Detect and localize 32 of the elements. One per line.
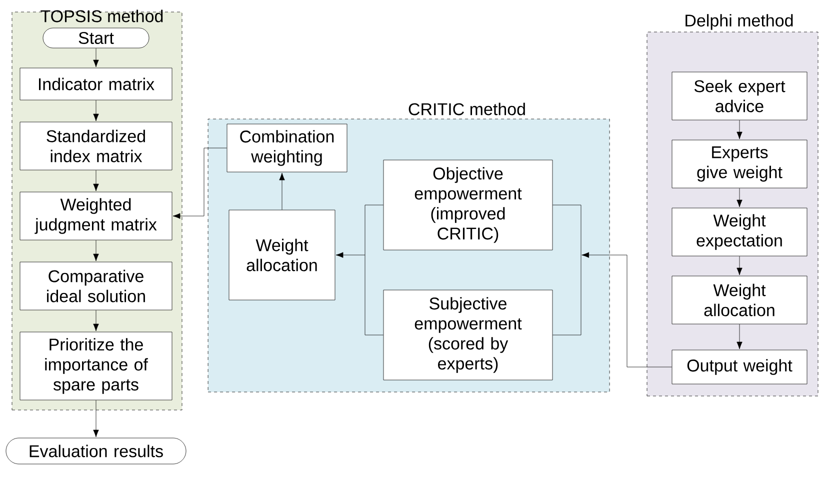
- process-box: Indicator matrix: [20, 68, 172, 100]
- process-box: Objective empowerment (improved CRITIC): [383, 160, 553, 250]
- arrow: [93, 170, 99, 192]
- arrow: [736, 188, 742, 208]
- process-box: Weight expectation: [672, 208, 808, 256]
- process-box: Output weight: [672, 350, 808, 384]
- process-box: Experts give weight: [672, 140, 808, 188]
- arrow: [582, 252, 672, 368]
- arrow: [93, 100, 99, 122]
- arrow: [336, 204, 384, 336]
- process-box: Prioritize the importance of spare parts: [20, 332, 172, 400]
- process-box: Combination weighting: [226, 124, 348, 172]
- process-box: Weight allocation: [228, 210, 336, 300]
- node-label: CRITIC method: [408, 102, 525, 116]
- terminal-box: Evaluation results: [6, 438, 186, 464]
- arrow: [93, 310, 99, 332]
- node-label: Delphi method: [686, 14, 793, 30]
- process-box: Weight allocation: [672, 276, 808, 324]
- process-box: Subjective empowerment (scored by experts): [383, 290, 553, 380]
- arrow: [93, 48, 99, 68]
- process-box: Comparative ideal solution: [20, 262, 172, 310]
- arrow: [279, 172, 285, 210]
- arrow: [93, 400, 99, 438]
- arrow: [736, 324, 742, 350]
- arrow: [736, 256, 742, 276]
- arrow: [736, 120, 742, 140]
- process-box: Standardized index matrix: [20, 122, 172, 170]
- terminal-box: Start: [42, 28, 150, 48]
- arrow: [93, 240, 99, 262]
- arrow: [172, 148, 227, 219]
- process-box: Seek expert advice: [672, 72, 808, 120]
- process-box: Weighted judgment matrix: [20, 192, 172, 240]
